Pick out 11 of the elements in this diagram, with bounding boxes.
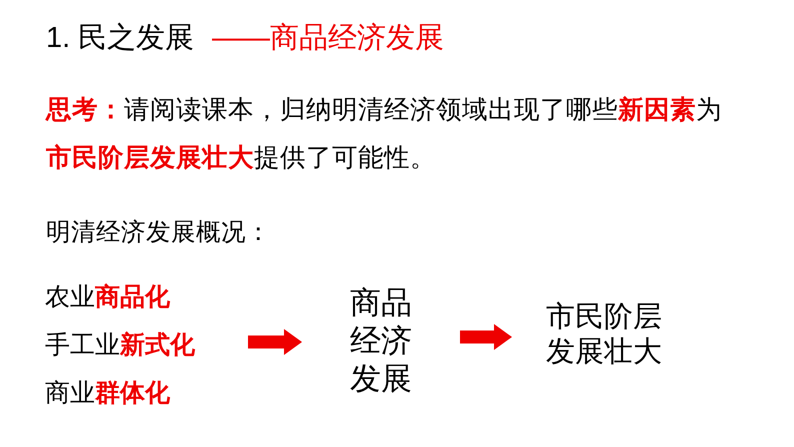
- question-paragraph: 思考：请阅读课本，归纳明清经济领域出现了哪些新因素为市民阶层发展壮大提供了可能性。: [46, 95, 722, 174]
- factor-label: 农业商品化: [45, 282, 170, 313]
- arrow: [248, 329, 302, 355]
- slide-title: 1. 民之发展: [46, 21, 194, 56]
- title-subtitle: ——商品经济发展: [212, 21, 444, 56]
- factor-label: 商业群体化: [45, 378, 170, 409]
- concept-label: 商品经济发展: [350, 284, 412, 398]
- outcome-label: 市民阶层发展壮大: [546, 300, 662, 370]
- factor-label: 手工业新式化: [45, 330, 195, 361]
- section-heading: 明清经济发展概况：: [46, 218, 271, 248]
- arrow: [460, 324, 512, 350]
